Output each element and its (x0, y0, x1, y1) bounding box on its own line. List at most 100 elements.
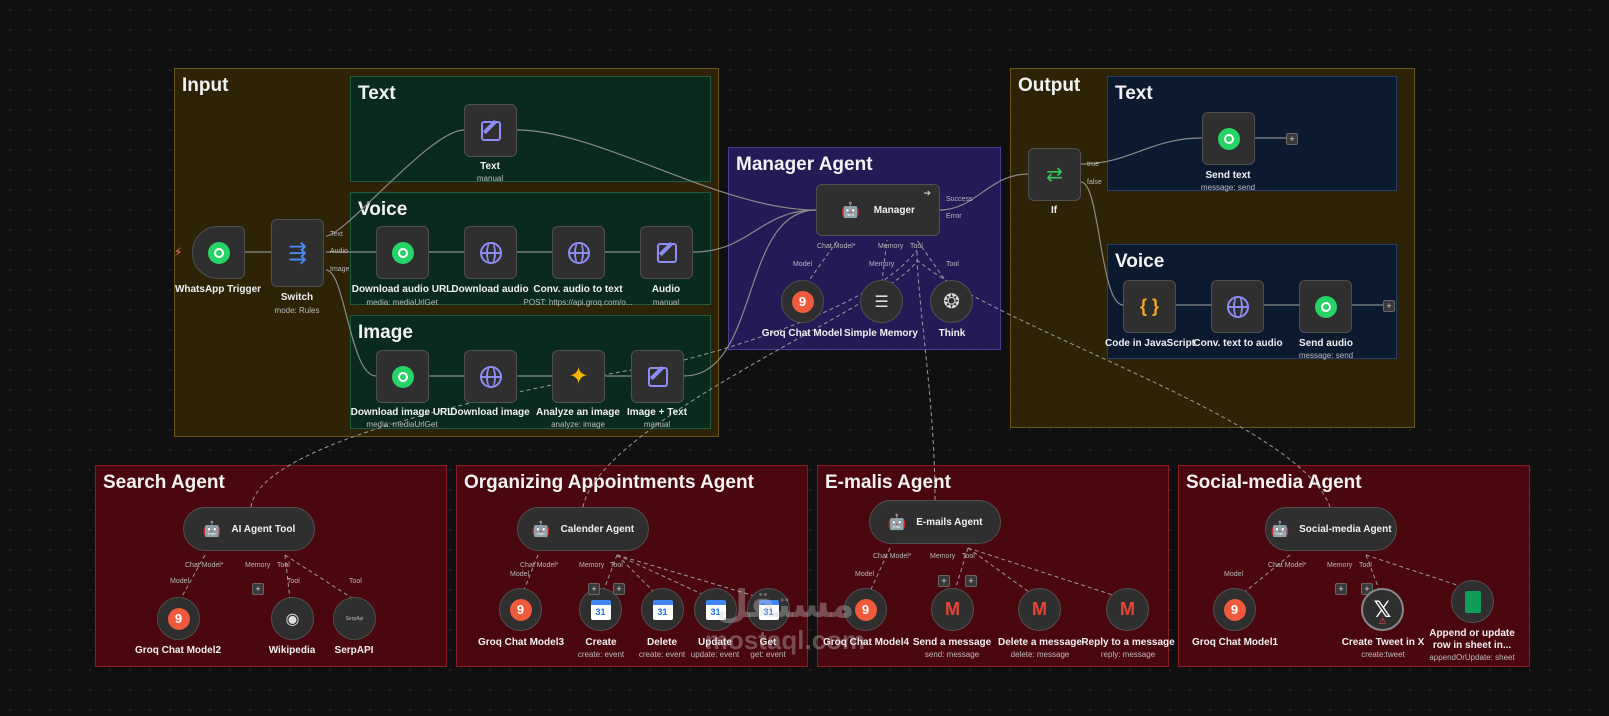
node-label: Groq Chat Model (761, 328, 843, 339)
send-audio-node[interactable] (1299, 280, 1352, 333)
switch-node[interactable]: ⇶ (271, 219, 324, 287)
node-label: E-mails Agent (916, 516, 983, 528)
globe-icon (1226, 295, 1249, 318)
x-logo-icon: 𝕏 (1373, 596, 1392, 622)
node-label: Simple Memory (844, 328, 918, 339)
whatsapp-trigger-node[interactable] (192, 226, 245, 279)
node-label: Conv. text to audio (1193, 338, 1283, 349)
gmail-icon: M (1120, 599, 1135, 619)
download-audio-url-node[interactable] (376, 226, 429, 279)
google-calendar-icon: 31 (652, 599, 673, 620)
node-label: Reply to a message (1081, 637, 1175, 648)
wikipedia-icon: ◉ (285, 610, 300, 628)
manager-agent-node[interactable]: 🤖 Manager ➔ (816, 184, 940, 236)
add-memory-button[interactable]: + (938, 575, 950, 587)
social-media-agent-node[interactable]: 🤖 Social-media Agent (1265, 507, 1397, 551)
node-subtitle: create:tweet (1361, 650, 1405, 659)
update-event-node[interactable]: 31 (694, 588, 737, 631)
whatsapp-icon (1217, 127, 1240, 150)
ai-agent-tool-node[interactable]: 🤖 AI Agent Tool (183, 507, 315, 551)
download-image-node[interactable] (464, 350, 517, 403)
node-subtitle: create: event (638, 650, 686, 659)
add-node-button[interactable]: + (1286, 133, 1298, 145)
whatsapp-icon (391, 365, 414, 388)
node-label: Download audio (451, 284, 529, 295)
port-label: Tool (277, 562, 290, 569)
node-label: Calender Agent (560, 523, 635, 535)
node-label: Groq Chat Model4 (822, 637, 910, 648)
think-node[interactable]: ❂ (930, 280, 973, 323)
node-label: Append or update row in sheet in... (1429, 628, 1515, 651)
add-node-button[interactable]: + (1383, 300, 1395, 312)
groq-icon: 9 (1223, 598, 1246, 621)
emails-agent-node[interactable]: 🤖 E-mails Agent (869, 500, 1001, 544)
node-label: Groq Chat Model1 (1191, 637, 1279, 648)
whatsapp-icon (1314, 295, 1337, 318)
port-label: Tool (962, 553, 975, 560)
node-label: WhatsApp Trigger (174, 284, 262, 295)
add-memory-button[interactable]: + (252, 583, 264, 595)
edit-icon (480, 120, 501, 141)
calender-agent-node[interactable]: 🤖 Calender Agent (517, 507, 649, 551)
node-label: AI Agent Tool (231, 523, 296, 535)
node-label: SerpAPI (334, 645, 374, 656)
port-label: Memory (1327, 562, 1353, 569)
analyze-image-node[interactable]: ✦ (552, 350, 605, 403)
group-title: Input (182, 75, 229, 96)
port-label: Text (330, 231, 343, 238)
groq-chat-model3-node[interactable]: 9 (499, 588, 542, 631)
text-edit-node[interactable] (464, 104, 517, 157)
google-calendar-icon: 31 (590, 599, 611, 620)
create-event-node[interactable]: 31 (579, 588, 622, 631)
groq-chat-model2-node[interactable]: 9 (157, 597, 200, 640)
wikipedia-node[interactable]: ◉ (271, 597, 314, 640)
serpapi-node[interactable]: SerpApi (333, 597, 376, 640)
simple-memory-node[interactable]: ☰ (860, 280, 903, 323)
download-image-url-node[interactable] (376, 350, 429, 403)
download-audio-node[interactable] (464, 226, 517, 279)
whatsapp-icon (391, 241, 414, 264)
google-calendar-icon: 31 (758, 599, 779, 620)
group-title: Manager Agent (736, 154, 873, 175)
conv-audio-text-node[interactable] (552, 226, 605, 279)
node-subtitle: analyze: image (551, 420, 605, 429)
add-memory-button[interactable]: + (1335, 583, 1347, 595)
node-label: Analyze an image (536, 407, 620, 418)
reply-message-node[interactable]: M (1106, 588, 1149, 631)
groq-chat-model1-node[interactable]: 9 (1213, 588, 1256, 631)
node-label: Download image (450, 407, 530, 418)
conv-text-audio-node[interactable] (1211, 280, 1264, 333)
send-message-node[interactable]: M (931, 588, 974, 631)
node-subtitle: manual (652, 298, 680, 307)
add-tool-button[interactable]: + (588, 583, 600, 595)
add-tool-button[interactable]: + (965, 575, 977, 587)
create-tweet-node[interactable]: 𝕏 ⚠ (1361, 588, 1404, 631)
image-text-node[interactable] (631, 350, 684, 403)
warning-icon: ⚠ (1378, 616, 1387, 626)
group-title: Voice (358, 199, 408, 220)
append-sheet-node[interactable] (1451, 580, 1494, 623)
get-event-node[interactable]: 31 (747, 588, 790, 631)
google-calendar-icon: 31 (705, 599, 726, 620)
add-tool-button[interactable]: + (613, 583, 625, 595)
groq-chat-model-node[interactable]: 9 (781, 280, 824, 323)
node-subtitle: message: send (1298, 351, 1354, 360)
node-label: Update (698, 637, 732, 648)
group-title: Image (358, 322, 413, 343)
code-js-node[interactable]: { } (1123, 280, 1176, 333)
send-text-node[interactable] (1202, 112, 1255, 165)
if-node[interactable]: ⇄ (1028, 148, 1081, 201)
brain-icon: ❂ (943, 291, 960, 313)
delete-event-node[interactable]: 31 (641, 588, 684, 631)
group-title: Organizing Appointments Agent (464, 472, 754, 493)
port-label: Model (793, 261, 813, 268)
node-label: Delete a message (998, 637, 1082, 648)
delete-message-node[interactable]: M (1018, 588, 1061, 631)
port-label: Tool (946, 261, 959, 268)
node-subtitle: delete: message (1010, 650, 1070, 659)
port-label: Chat Model* (1268, 562, 1307, 569)
groq-chat-model4-node[interactable]: 9 (844, 588, 887, 631)
google-sheets-icon (1464, 590, 1481, 613)
audio-edit-node[interactable] (640, 226, 693, 279)
